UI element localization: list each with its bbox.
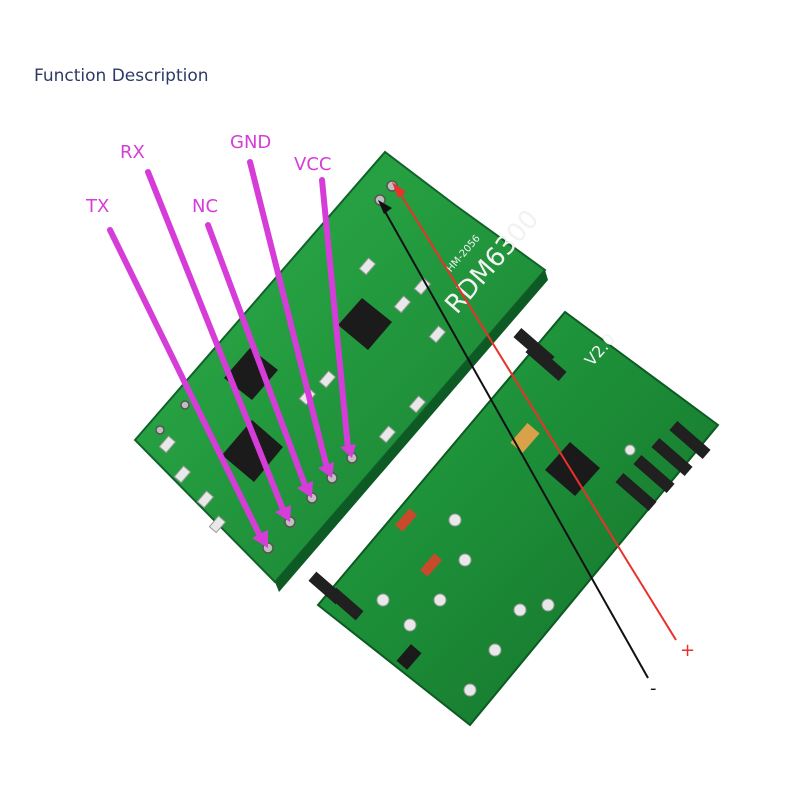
negative-label: - — [650, 678, 657, 699]
back-left-header — [308, 571, 364, 621]
rx-arrow — [145, 169, 287, 515]
pin-label-rx: RX — [120, 142, 145, 163]
nc-arrow — [205, 222, 309, 491]
page-title: Function Description — [34, 66, 209, 86]
ic-chip — [222, 298, 392, 482]
vcc-arrow — [319, 177, 351, 451]
pin-label-gnd: GND — [230, 132, 272, 153]
gnd-arrowhead — [318, 462, 334, 478]
nc-arrowhead — [297, 481, 313, 498]
back-pcb-board: V2.0 — [308, 310, 720, 727]
pin-label-nc: NC — [192, 196, 219, 217]
positive-wire — [392, 182, 677, 641]
negative-wire — [378, 200, 649, 679]
positive-label: + — [680, 640, 696, 661]
back-right-header — [513, 328, 711, 511]
tx-arrow — [107, 227, 265, 543]
smd-components — [395, 422, 600, 670]
gnd-arrow — [247, 159, 330, 471]
pin-callout-arrows — [107, 159, 356, 548]
rx-arrowhead — [275, 505, 291, 522]
pin-label-tx: TX — [86, 196, 110, 217]
tx-arrowhead — [252, 530, 268, 548]
pin-label-vcc: VCC — [294, 154, 332, 175]
vcc-arrowhead — [340, 444, 356, 458]
